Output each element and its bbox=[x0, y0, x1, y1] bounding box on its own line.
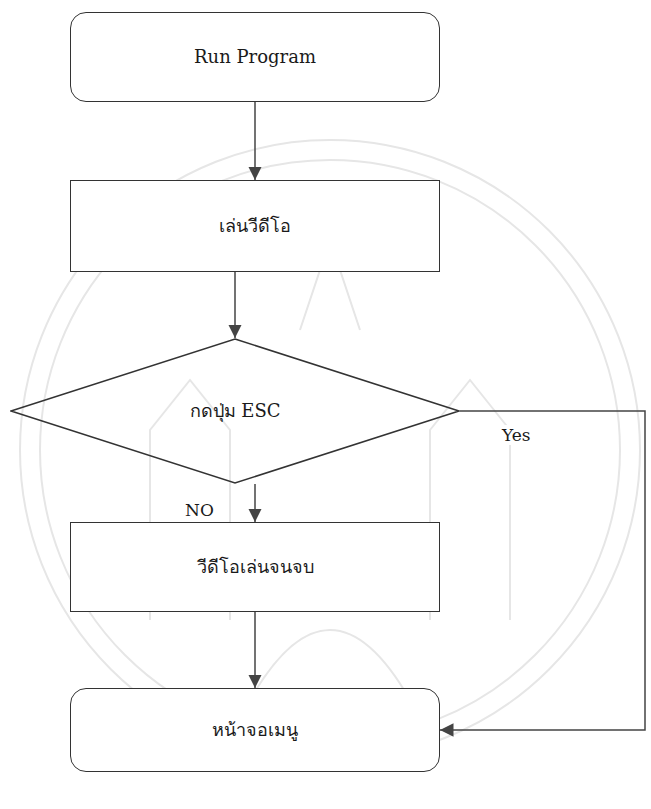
node-text: เล่นวีดีโอ bbox=[219, 214, 291, 237]
flow-arrow bbox=[254, 484, 256, 522]
node-text: วีดีโอเล่นจนจบ bbox=[197, 555, 314, 578]
start-box: Run Program bbox=[70, 12, 440, 102]
process-box: เล่นวีดีโอ bbox=[70, 180, 440, 272]
end-box: หน้าจอเมนู bbox=[70, 688, 440, 772]
flow-arrow bbox=[440, 411, 645, 730]
node-text: กดปุ่ม ESC bbox=[190, 399, 281, 422]
flow-arrow bbox=[254, 612, 256, 688]
node-text: หน้าจอเมนู bbox=[212, 718, 298, 741]
flow-arrow bbox=[234, 272, 236, 338]
flow-arrow bbox=[254, 102, 256, 180]
decision-diamond: กดปุ่ม ESC bbox=[10, 338, 460, 484]
branch-label: Yes bbox=[500, 425, 533, 445]
branch-label: NO bbox=[183, 500, 216, 520]
process-box: วีดีโอเล่นจนจบ bbox=[70, 522, 440, 612]
node-text: Run Program bbox=[194, 45, 316, 68]
